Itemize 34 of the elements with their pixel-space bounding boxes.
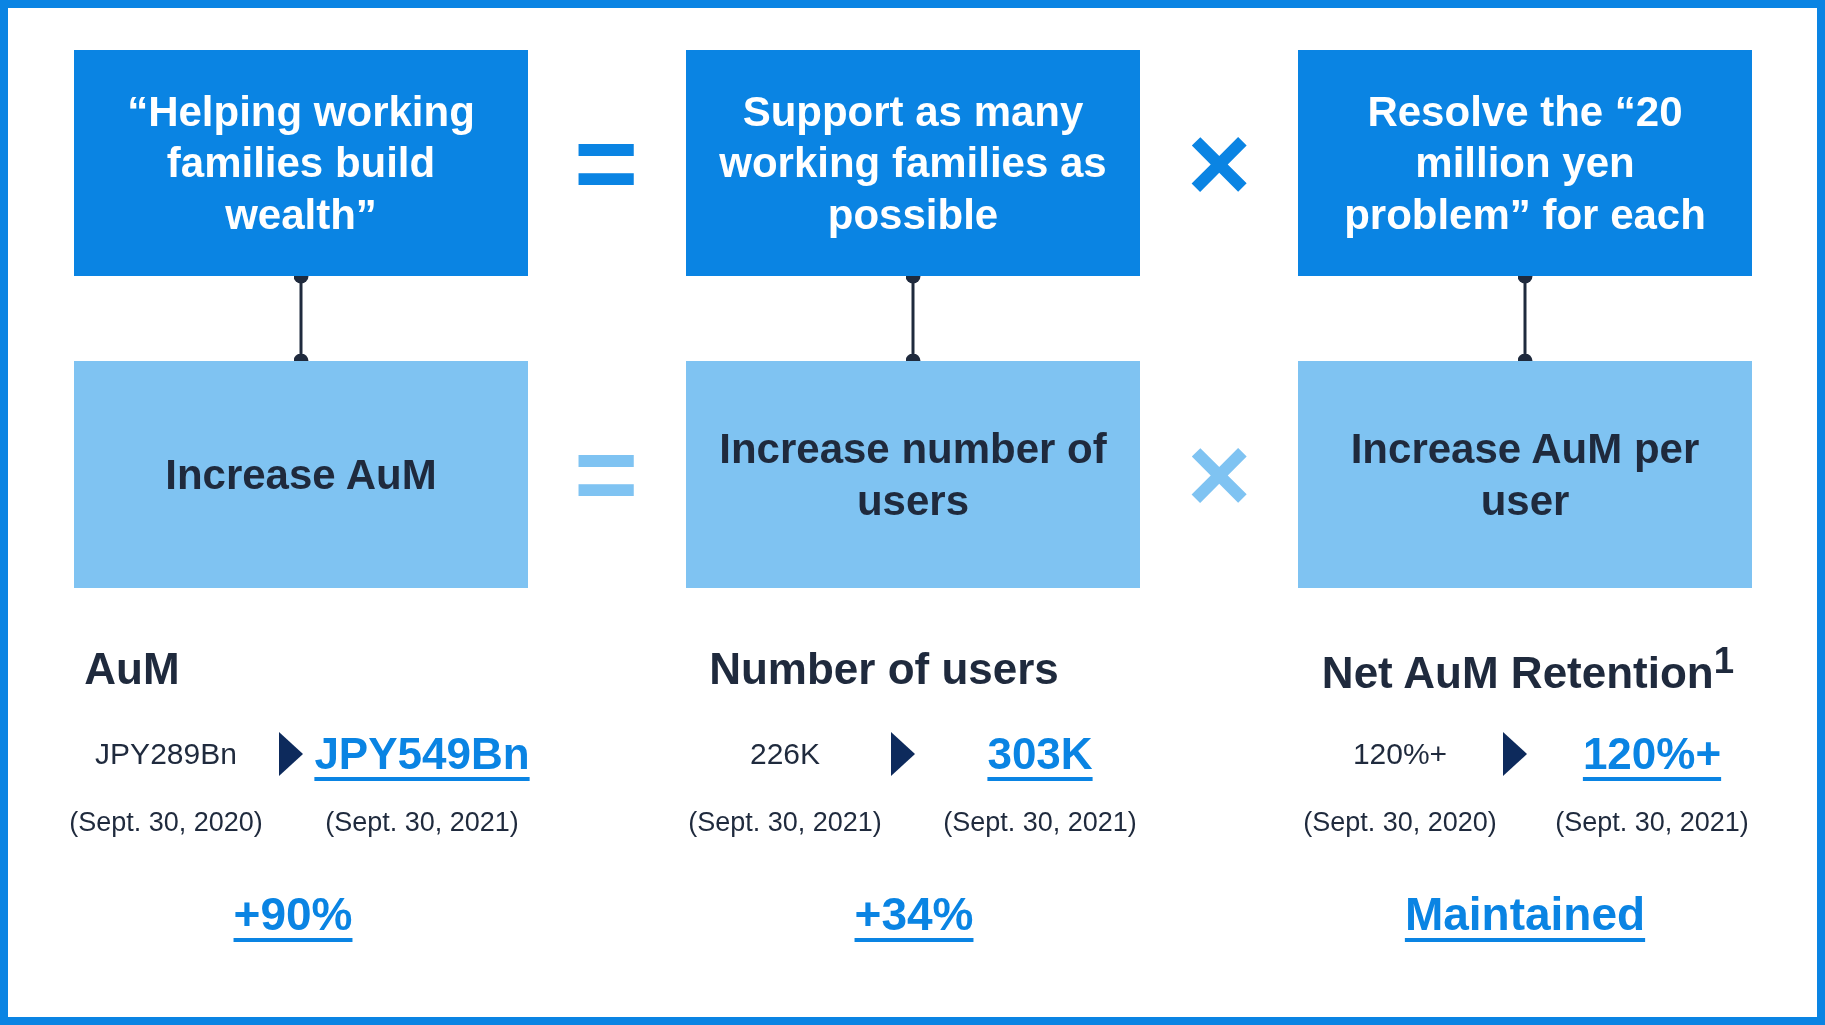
growth-text: Maintained [1404,887,1646,941]
section-heading: AuM [84,644,180,694]
metric-box [1298,361,1752,588]
goal-box [74,50,528,276]
box-text: “Helping working families build wealth” [126,86,476,240]
section-heading: Net AuM Retention$^{1}$ [1321,639,1735,699]
value-text: 120%+ [1582,729,1722,779]
date-text: (Sept. 30, 2020) [69,806,263,838]
value-text: 303K [987,729,1093,779]
goal-box [1298,50,1752,276]
value-text: JPY549Bn [314,729,530,779]
date-text: (Sept. 30, 2021) [325,806,519,838]
date-text: (Sept. 30, 2021) [943,806,1137,838]
box-text: Support as many working families as possible [718,86,1108,240]
section-heading: Number of users [709,644,1059,694]
date-text: (Sept. 30, 2021) [1555,806,1749,838]
equals-sign: = [573,108,639,218]
box-text: Increase number of users [718,423,1108,526]
value-text: 226K [749,737,821,771]
growth-text: +90% [233,887,353,941]
equals-sign: = [573,419,639,529]
times-sign: × [1186,419,1252,529]
goal-box [686,50,1140,276]
times-sign: × [1186,108,1252,218]
box-text: Increase AuM per user [1349,423,1701,526]
box-text: Resolve the “20 million yen problem” for each [1343,86,1707,240]
metric-box [74,361,528,588]
box-text: Increase AuM [165,449,437,500]
metric-box [686,361,1140,588]
value-text: JPY289Bn [95,737,237,771]
growth-text: +34% [854,887,974,941]
value-text: 120%+ [1352,737,1448,771]
date-text: (Sept. 30, 2021) [688,806,882,838]
date-text: (Sept. 30, 2020) [1303,806,1497,838]
